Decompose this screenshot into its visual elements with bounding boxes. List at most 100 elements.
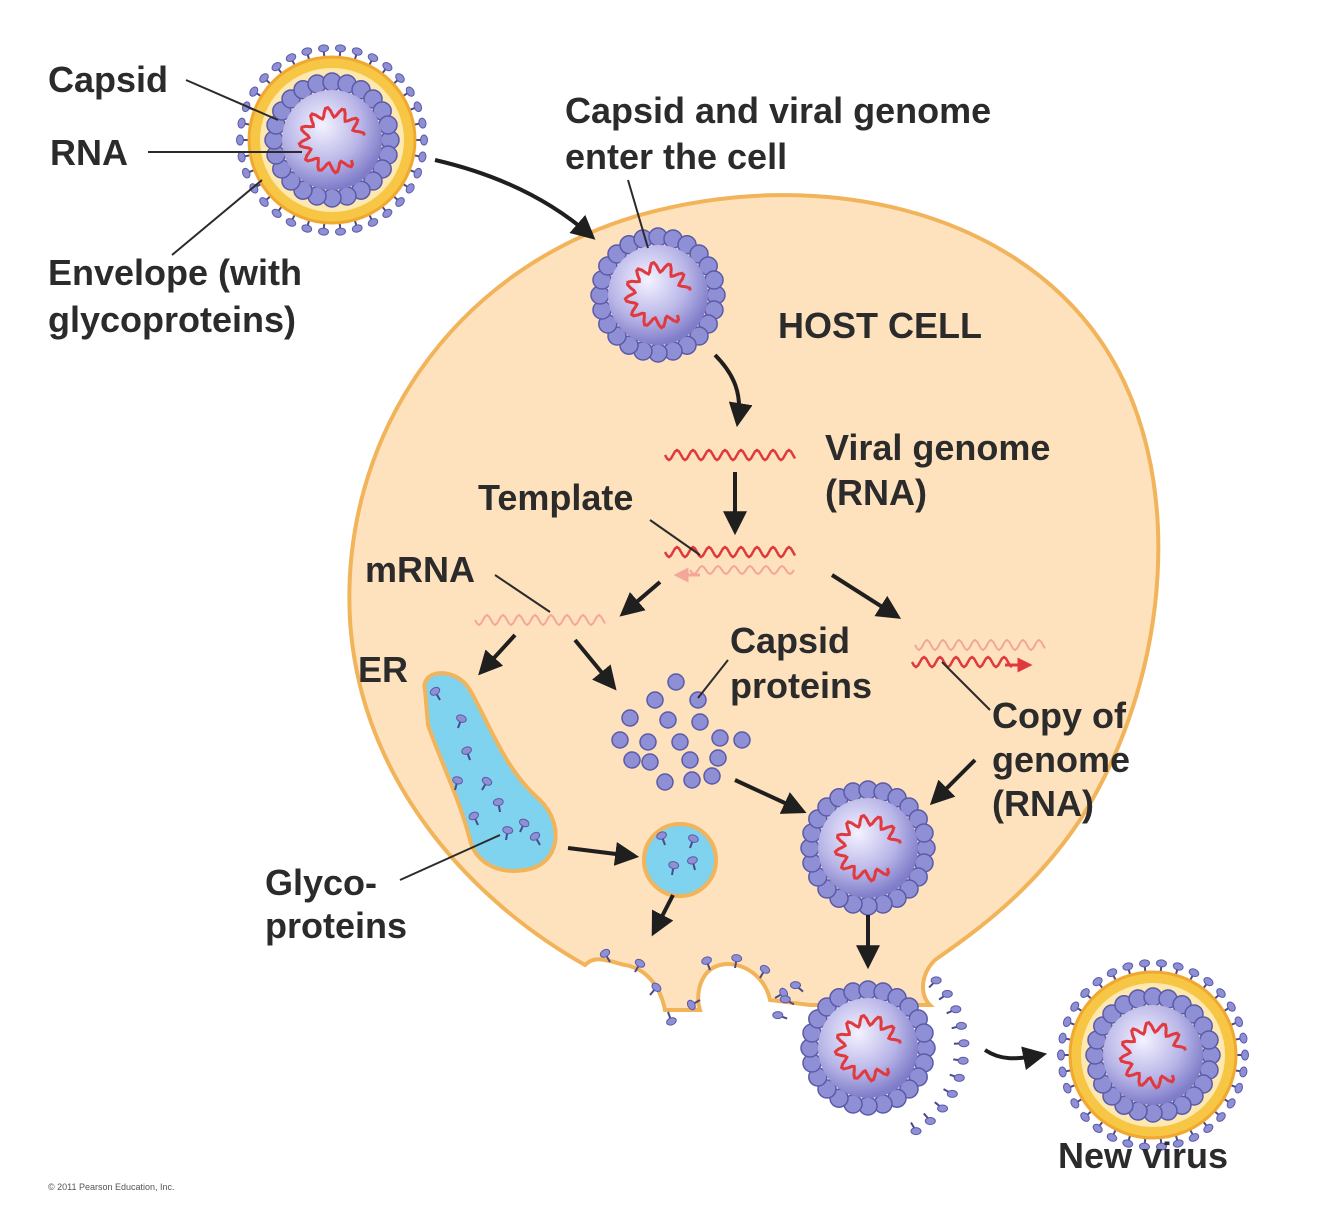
- glycoprotein-head: [413, 167, 423, 179]
- label-viral-genome-line2: (RNA): [825, 472, 927, 513]
- capsomere: [1200, 1031, 1218, 1049]
- transport-vesicle: [644, 824, 716, 896]
- glycoprotein-head: [237, 135, 244, 145]
- glycoprotein-head: [1239, 1066, 1248, 1077]
- label-er: ER: [358, 649, 408, 690]
- label-viral-genome-line1: Viral genome: [825, 427, 1050, 468]
- glycoprotein-head: [381, 208, 393, 220]
- glycoprotein-head: [318, 228, 329, 236]
- capsid-protein: [710, 750, 726, 766]
- capsid-core: [1103, 1005, 1203, 1105]
- capsid-protein: [690, 692, 706, 708]
- label-copy-line2: genome: [992, 739, 1130, 780]
- capsid-protein: [684, 772, 700, 788]
- label-template: Template: [478, 477, 633, 518]
- capsid-core: [282, 90, 382, 190]
- capsomere: [379, 116, 397, 134]
- capsid-core: [818, 798, 918, 898]
- glycoprotein-head: [1092, 1123, 1104, 1135]
- glycoprotein-head: [1058, 1033, 1067, 1044]
- glycoprotein-head: [351, 224, 363, 233]
- label-mrna: mRNA: [365, 549, 475, 590]
- glycoprotein-head: [285, 217, 297, 228]
- capsid-protein: [640, 734, 656, 750]
- glycoprotein-head: [237, 118, 246, 129]
- glycoprotein-head: [954, 1074, 964, 1081]
- glycoprotein-head: [271, 208, 283, 220]
- glycoprotein-head: [335, 44, 346, 52]
- glycoprotein-head: [1069, 1097, 1080, 1109]
- capsid-protein: [660, 712, 676, 728]
- glycoprotein-head: [301, 224, 313, 233]
- glycoprotein-head: [1062, 1016, 1072, 1028]
- label-enter-line2: enter the cell: [565, 136, 787, 177]
- glycoprotein-head: [335, 228, 346, 236]
- glycoprotein-head: [951, 1006, 961, 1013]
- glycoprotein-head: [1226, 1001, 1237, 1013]
- infecting-virus: [237, 44, 428, 235]
- capsomere: [705, 271, 723, 289]
- capsid-protein: [682, 752, 698, 768]
- glycoprotein-head: [318, 44, 329, 52]
- capsid-protein: [734, 732, 750, 748]
- assembled-capsid: [801, 781, 935, 915]
- capsid-protein: [672, 734, 688, 750]
- new-virus-particle: [1058, 959, 1249, 1150]
- arrow-release: [985, 1050, 1040, 1058]
- capsid-protein: [647, 692, 663, 708]
- glycoprotein-head: [1172, 962, 1184, 971]
- glycoprotein-head: [1106, 967, 1118, 978]
- label-rna: RNA: [50, 132, 128, 173]
- glycoprotein-head: [1234, 1082, 1244, 1094]
- glycoprotein-head: [1069, 1001, 1080, 1013]
- glycoprotein-head: [780, 996, 790, 1003]
- glycoprotein-head: [405, 86, 416, 98]
- glycoprotein: [663, 1010, 677, 1026]
- capsid-protein: [657, 774, 673, 790]
- glycoprotein-head: [405, 182, 416, 194]
- label-copy-line1: Copy of: [992, 695, 1127, 736]
- capsid-protein: [692, 714, 708, 730]
- glycoprotein-head: [351, 47, 363, 56]
- capsomere: [915, 824, 933, 842]
- glycoprotein-head: [1188, 967, 1200, 978]
- glycoprotein-head: [1239, 1033, 1248, 1044]
- glycoprotein-head: [248, 86, 259, 98]
- glycoprotein-head: [931, 977, 941, 984]
- glycoprotein-head: [418, 151, 427, 162]
- glycoprotein-head: [959, 1040, 969, 1047]
- glycoprotein-head: [925, 1118, 935, 1125]
- glycoprotein-head: [1202, 1123, 1214, 1135]
- glycoprotein-head: [301, 47, 313, 56]
- label-enter-line1: Capsid and viral genome: [565, 90, 991, 131]
- capsid-core: [818, 998, 918, 1098]
- host-cell-membrane: [349, 195, 1158, 1010]
- glycoprotein-head: [241, 167, 251, 179]
- capsid-protein: [704, 768, 720, 784]
- glycoprotein-head: [418, 118, 427, 129]
- capsid-protein: [622, 710, 638, 726]
- glycoprotein-head: [956, 1022, 966, 1029]
- glycoprotein-head: [285, 52, 297, 63]
- label-new-virus: New virus: [1058, 1135, 1228, 1176]
- glycoprotein-head: [1122, 962, 1134, 971]
- label-envelope-line1: Envelope (with: [48, 252, 302, 293]
- capsid-protein: [668, 674, 684, 690]
- glycoprotein-head: [413, 101, 423, 113]
- capsid-protein: [612, 732, 628, 748]
- capsid-protein: [624, 752, 640, 768]
- copyright-notice: © 2011 Pearson Education, Inc.: [48, 1182, 175, 1192]
- glycoprotein-head: [421, 135, 428, 145]
- entering-capsid: [591, 228, 725, 362]
- glycoprotein-head: [1058, 1066, 1067, 1077]
- glycoprotein-head: [367, 52, 379, 63]
- label-capsid: Capsid: [48, 59, 168, 100]
- label-glyco-line2: proteins: [265, 905, 407, 946]
- glycoprotein-head: [1062, 1082, 1072, 1094]
- glycoprotein-head: [1226, 1097, 1237, 1109]
- glycoprotein-head: [1058, 1050, 1065, 1060]
- glycoprotein-head: [367, 217, 379, 228]
- capsid-core: [608, 245, 708, 345]
